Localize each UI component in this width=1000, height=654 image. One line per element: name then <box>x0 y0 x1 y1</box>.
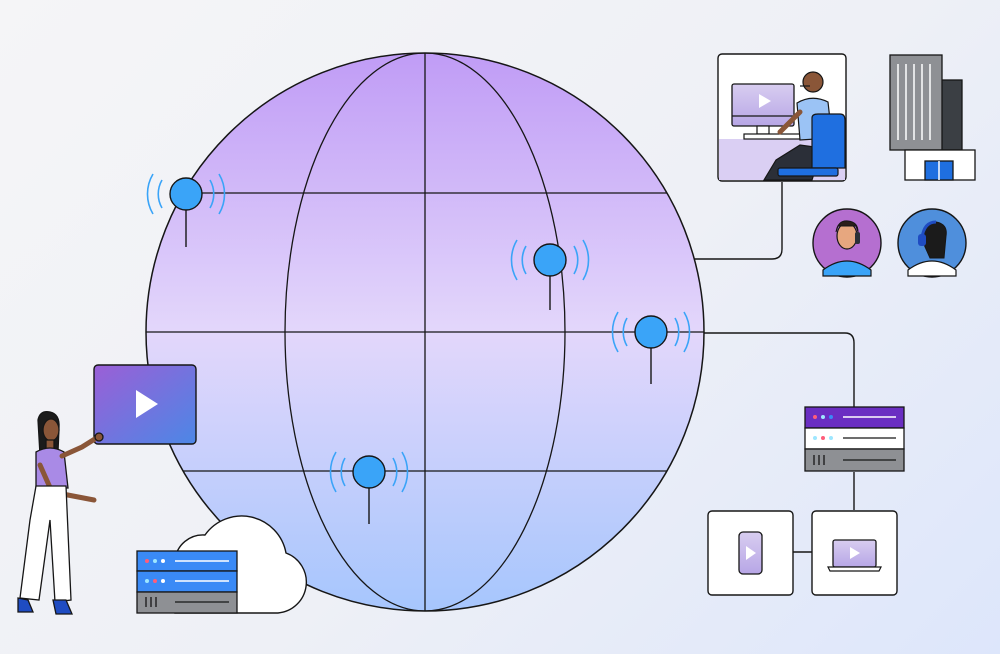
server-rack-icon <box>136 550 238 614</box>
laptop-video-icon <box>811 510 898 596</box>
office-worker-icon <box>717 53 847 182</box>
signal-pin-icon <box>329 451 409 524</box>
woman-figure-icon <box>17 411 104 615</box>
support-agent-phone-icon <box>812 208 882 278</box>
connector-lines <box>605 182 855 553</box>
building-icon <box>889 54 976 181</box>
smartphone-video-icon <box>707 510 794 596</box>
signal-pin-icon <box>611 311 691 384</box>
signal-pin-icon <box>146 173 226 247</box>
chair-icon <box>811 113 846 169</box>
video-card <box>93 364 197 445</box>
support-agent-headset-icon <box>897 208 967 278</box>
server-rack-icon <box>804 406 905 472</box>
signal-pin-icon <box>510 239 590 310</box>
video-play-icon <box>136 390 158 418</box>
globe-icon <box>145 52 705 612</box>
